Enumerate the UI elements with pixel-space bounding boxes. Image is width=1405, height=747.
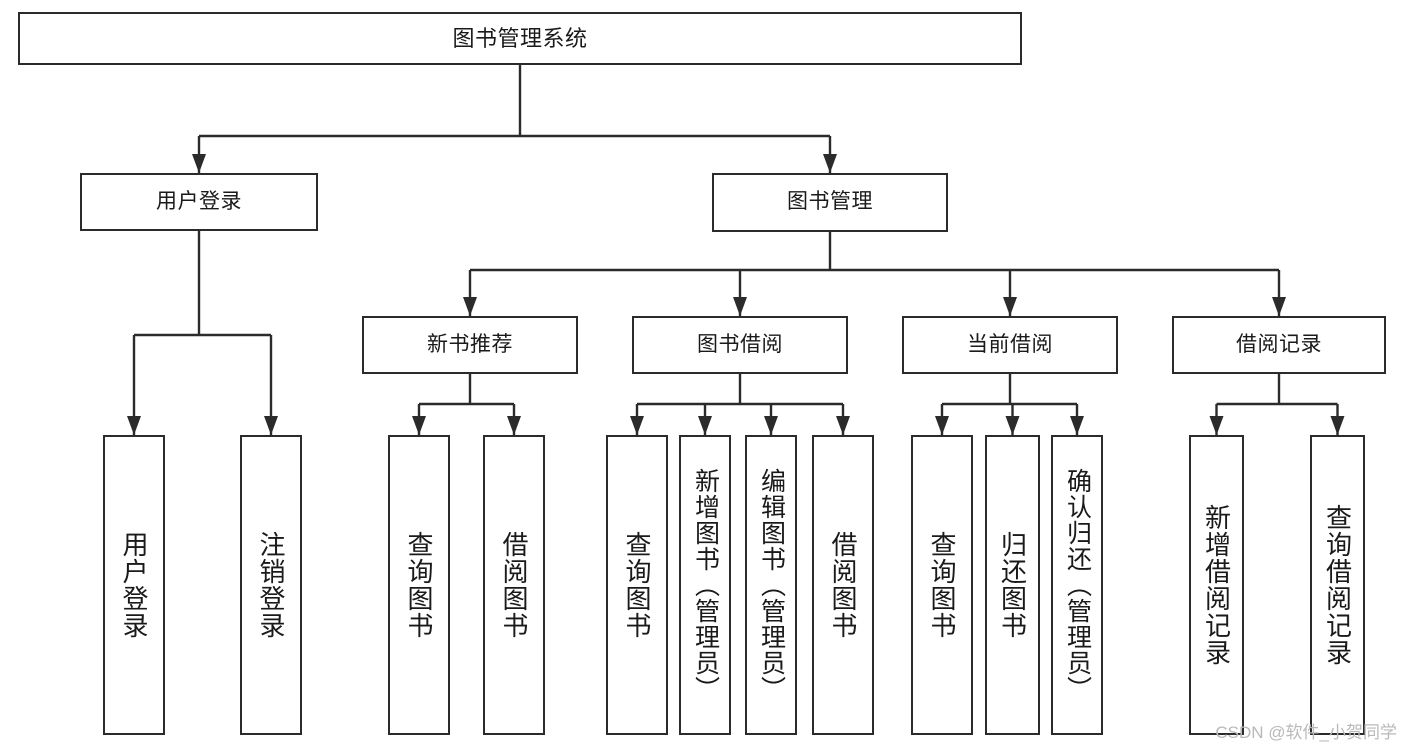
node-borrow-record-label: 借阅记录 [1236, 332, 1322, 356]
node-leaf-borrow-book-2[interactable]: 借阅图书 [812, 435, 874, 735]
node-leaf-query-book-3[interactable]: 查询图书 [911, 435, 973, 735]
node-leaf-borrow-book-2-label: 借阅图书 [828, 531, 858, 639]
node-leaf-return-book-label: 归还图书 [997, 531, 1028, 639]
node-leaf-confirm-return-label: 确认归还（管理员） [1063, 468, 1092, 702]
node-leaf-query-book-3-label: 查询图书 [927, 531, 957, 639]
node-leaf-logout[interactable]: 注销登录 [240, 435, 302, 735]
node-leaf-query-borrow-record-label: 查询借阅记录 [1322, 504, 1353, 666]
node-leaf-add-book-label: 新增图书（管理员） [691, 468, 720, 702]
node-leaf-add-borrow-record-label: 新增借阅记录 [1201, 504, 1232, 666]
node-leaf-user-login-label: 用户登录 [119, 531, 149, 639]
node-leaf-logout-label: 注销登录 [256, 531, 286, 639]
node-leaf-query-borrow-record[interactable]: 查询借阅记录 [1310, 435, 1365, 735]
node-new-book-recommend[interactable]: 新书推荐 [362, 316, 578, 374]
node-leaf-query-book-2-label: 查询图书 [622, 531, 652, 639]
node-leaf-borrow-book-1-label: 借阅图书 [499, 531, 529, 639]
node-leaf-edit-book-label: 编辑图书（管理员） [757, 468, 786, 702]
node-leaf-edit-book[interactable]: 编辑图书（管理员） [745, 435, 797, 735]
node-new-book-recommend-label: 新书推荐 [427, 332, 513, 356]
node-leaf-user-login[interactable]: 用户登录 [103, 435, 165, 735]
node-user-login-label: 用户登录 [156, 189, 242, 213]
node-book-management-label: 图书管理 [787, 190, 873, 214]
node-current-borrow[interactable]: 当前借阅 [902, 316, 1118, 374]
csdn-watermark: CSDN @软件_小贺同学 [1215, 723, 1397, 742]
node-book-borrow[interactable]: 图书借阅 [632, 316, 848, 374]
node-leaf-add-borrow-record[interactable]: 新增借阅记录 [1189, 435, 1244, 735]
node-user-login[interactable]: 用户登录 [80, 173, 318, 231]
node-book-management[interactable]: 图书管理 [712, 173, 948, 232]
node-leaf-return-book[interactable]: 归还图书 [985, 435, 1040, 735]
node-book-borrow-label: 图书借阅 [697, 332, 783, 356]
node-leaf-query-book-2[interactable]: 查询图书 [606, 435, 668, 735]
node-leaf-query-book-1-label: 查询图书 [404, 531, 434, 639]
node-root-label: 图书管理系统 [452, 25, 588, 51]
node-borrow-record[interactable]: 借阅记录 [1172, 316, 1386, 374]
node-leaf-borrow-book-1[interactable]: 借阅图书 [483, 435, 545, 735]
node-current-borrow-label: 当前借阅 [967, 332, 1053, 356]
node-leaf-query-book-1[interactable]: 查询图书 [388, 435, 450, 735]
node-root[interactable]: 图书管理系统 [18, 12, 1022, 65]
node-leaf-confirm-return[interactable]: 确认归还（管理员） [1051, 435, 1103, 735]
node-leaf-add-book[interactable]: 新增图书（管理员） [679, 435, 731, 735]
